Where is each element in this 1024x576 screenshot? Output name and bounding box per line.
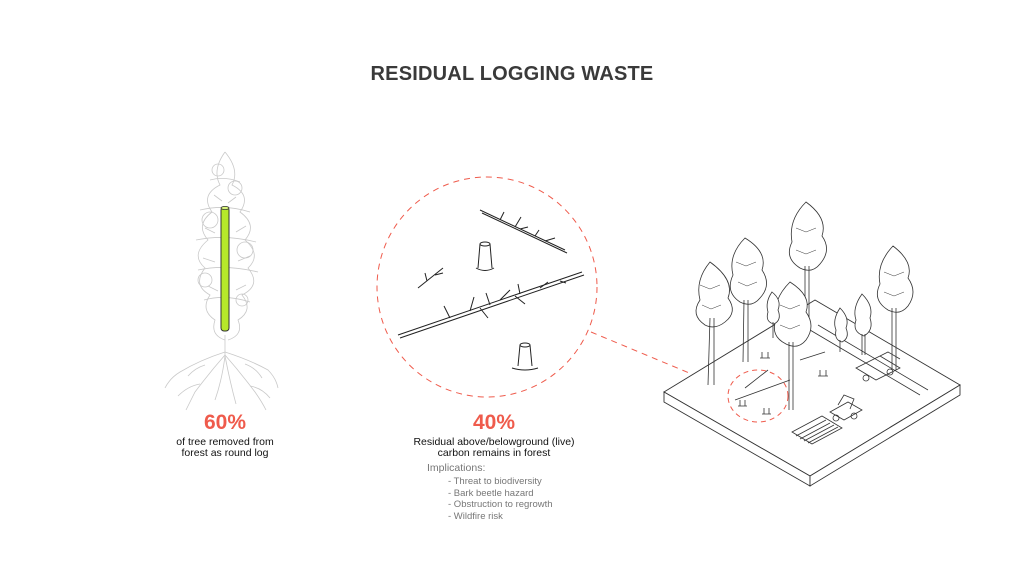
implications-list: - Threat to biodiversity - Bark beetle h… [448,476,553,522]
implication-item: - Threat to biodiversity [448,476,542,487]
removed-desc-line1: of tree removed from [176,436,274,448]
page-title: RESIDUAL LOGGING WASTE [370,63,654,85]
implications-heading: Implications: [427,462,486,474]
removed-percent: 60% [203,411,247,434]
residual-percent: 40% [472,411,516,434]
residual-desc-line2: carbon remains in forest [437,447,551,459]
removed-desc-line2: forest as round log [181,447,269,459]
implication-item: - Obstruction to regrowth [448,499,553,510]
implication-item: - Bark beetle hazard [448,487,534,499]
residual-desc-line1: Residual above/belowground (live) [413,436,575,448]
implication-item: - Wildfire risk [448,510,503,522]
removed-description: of tree removed from forest as round log [150,437,300,459]
residual-description: Residual above/belowground (live) carbon… [394,437,594,459]
